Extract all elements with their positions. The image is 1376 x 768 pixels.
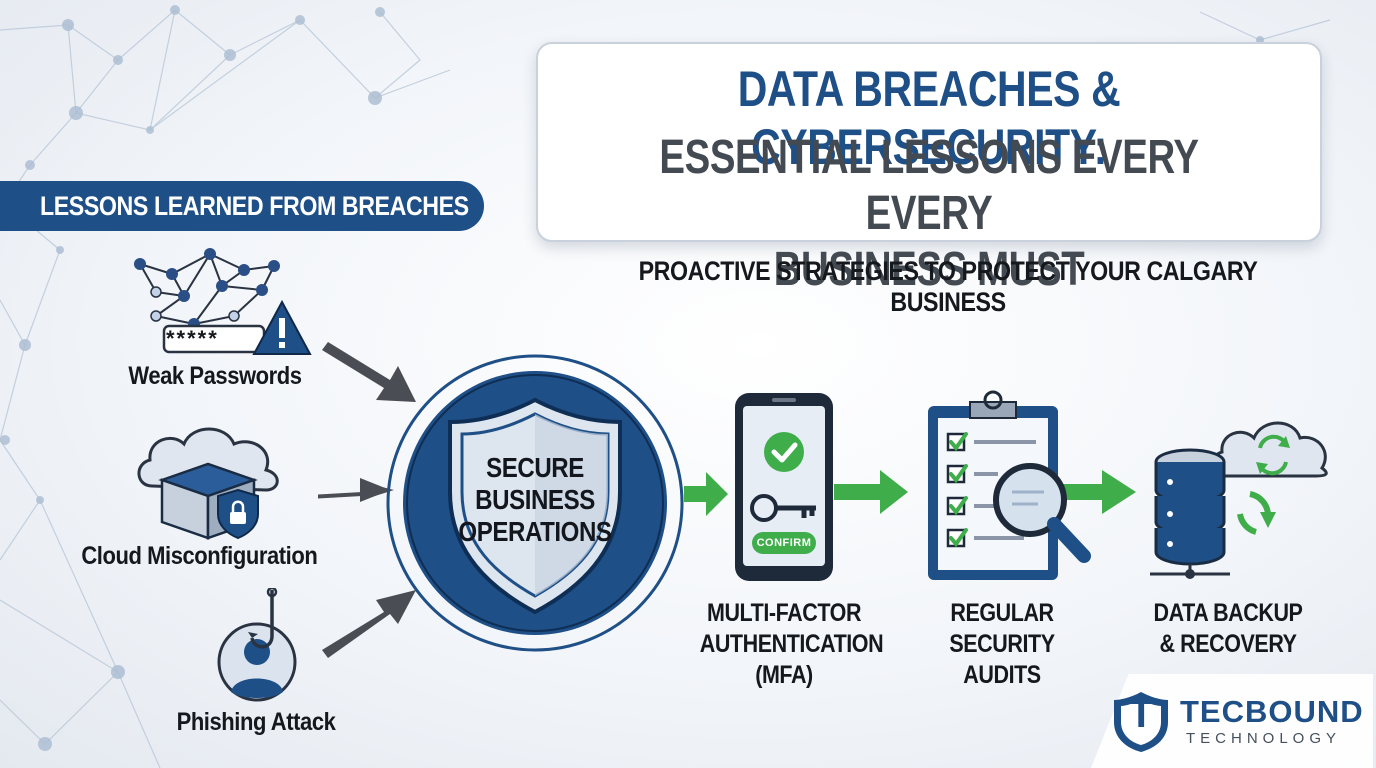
brand-name: TECBOUND	[1180, 694, 1364, 729]
strategy-label-backup-line-2: & RECOVERY	[1159, 630, 1297, 658]
strategy-label-mfa-line-2: AUTHENTICATION	[699, 630, 884, 658]
network-password-warning-icon	[134, 248, 312, 355]
arrow-weak-passwords	[322, 342, 416, 402]
threat-label-phishing-attack: Phishing Attack	[176, 708, 336, 736]
center-label-line-2: BUSINESS	[475, 484, 595, 515]
lessons-banner: LESSONS LEARNED FROM BREACHES	[0, 181, 484, 231]
server-cloud-sync-icon	[1150, 421, 1328, 579]
strategy-label-backup: DATA BACKUP & RECOVERY	[1149, 598, 1307, 660]
strategy-label-audits: REGULAR SECURITY AUDITS	[914, 598, 1089, 691]
title-secondary-line-2: BUSINESS MUST	[773, 243, 1085, 296]
cloud-box-lock-icon	[137, 427, 279, 540]
lessons-banner-label: LESSONS LEARNED FROM BREACHES	[40, 191, 469, 221]
threat-label-cloud-misconfiguration: Cloud Misconfiguration	[81, 542, 318, 570]
arrow-to-audits	[834, 470, 908, 514]
arrow-to-backup	[1054, 470, 1136, 514]
arrow-cloud-misconfiguration	[318, 478, 394, 502]
password-mask-text: *****	[166, 326, 219, 351]
center-label: SECURE BUSINESS OPERATIONS	[457, 452, 614, 548]
arrow-phishing-attack	[322, 590, 416, 658]
mfa-confirm-button-text: CONFIRM	[756, 537, 812, 549]
tecbound-shield-logo-icon	[1114, 692, 1168, 752]
smartphone-key-icon	[735, 393, 833, 581]
tecbound-logo-letter: T	[1129, 692, 1153, 736]
title-secondary-line-1: ESSENTIAL LESSONS EVERY EVERY	[659, 131, 1199, 240]
strategy-label-audits-line-2: SECURITY AUDITS	[949, 630, 1055, 689]
strategy-arrows	[684, 470, 1136, 516]
title-secondary: ESSENTIAL LESSONS EVERY EVERY BUSINESS M…	[616, 130, 1242, 298]
fishhook-user-icon	[217, 588, 297, 702]
center-shield-emblem	[386, 354, 684, 652]
title-primary: DATA BREACHES & CYBERSECURITY:	[737, 61, 1121, 175]
title-card: DATA BREACHES & CYBERSECURITY: ESSENTIAL…	[536, 42, 1322, 296]
clipboard-magnifier-icon	[928, 390, 1091, 580]
strategy-label-backup-line-1: DATA BACKUP	[1153, 599, 1303, 627]
center-label-line-3: OPERATIONS	[458, 516, 612, 547]
brand-tagline: TECHNOLOGY	[1186, 730, 1342, 747]
threat-label-weak-passwords: Weak Passwords	[128, 362, 302, 390]
strategy-label-mfa-line-1: MULTI-FACTOR	[706, 599, 862, 627]
arrow-to-mfa	[684, 472, 728, 516]
threat-arrows	[318, 342, 416, 658]
logo-corner-panel	[1091, 674, 1373, 768]
subtitle: PROACTIVE STRATEGIES TO PROTECT YOUR CAL…	[638, 256, 1258, 317]
strategy-label-audits-line-1: REGULAR	[950, 599, 1054, 627]
center-label-line-1: SECURE	[486, 452, 584, 483]
strategy-label-mfa: MULTI-FACTOR AUTHENTICATION (MFA)	[699, 598, 884, 691]
strategy-label-mfa-line-3: (MFA)	[755, 661, 813, 689]
